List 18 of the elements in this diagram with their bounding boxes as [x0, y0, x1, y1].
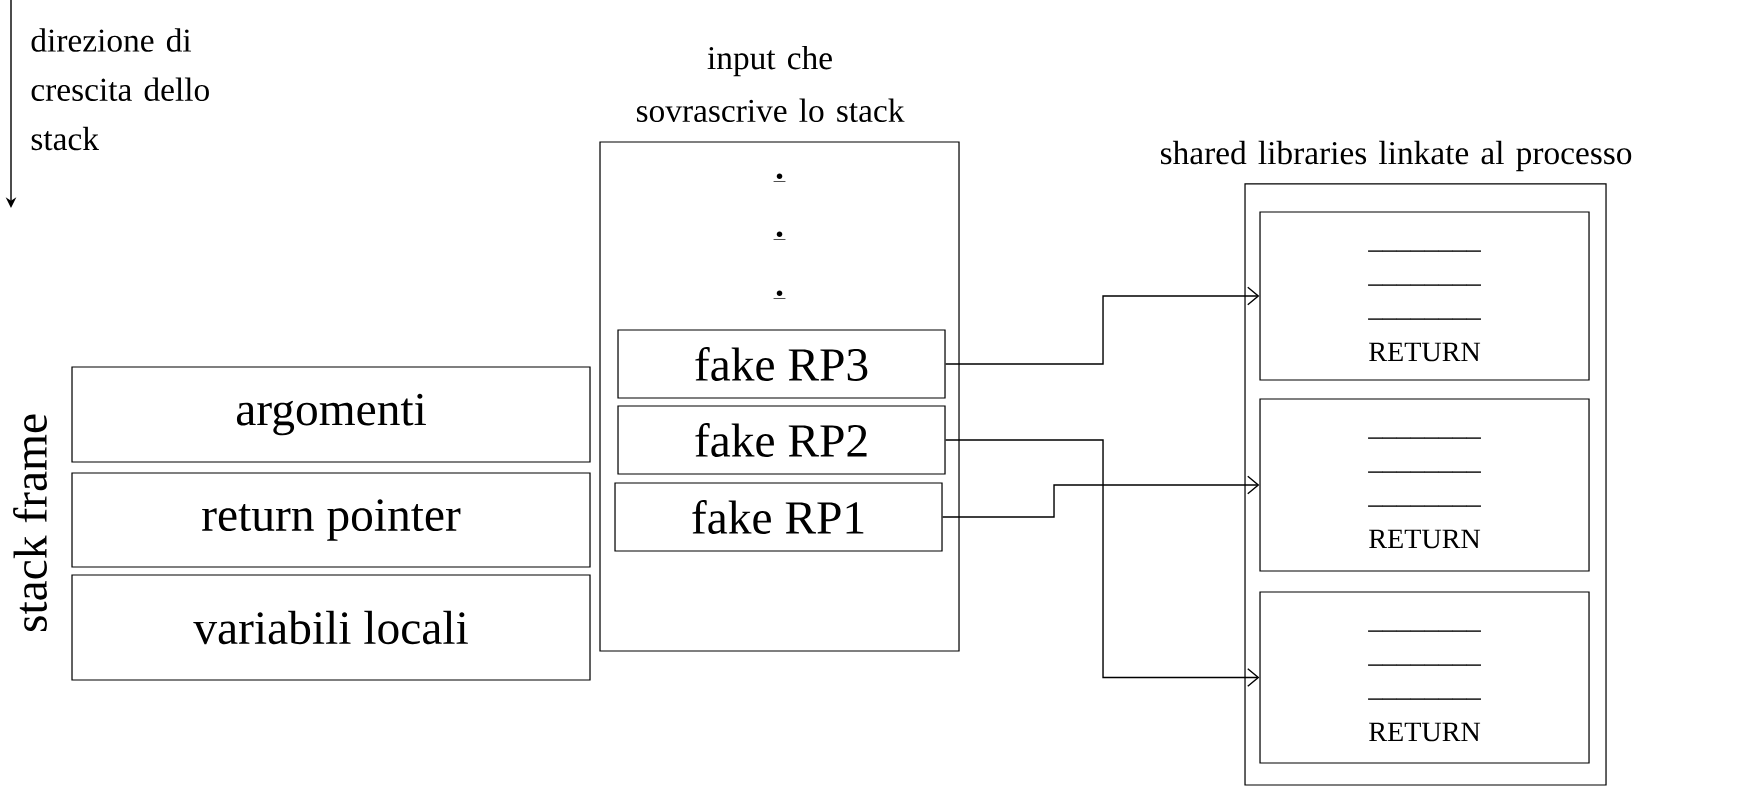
arrow — [944, 439, 1260, 687]
stack-cell: argomenti — [71, 366, 591, 463]
arrow — [944, 286, 1260, 365]
heading: input che sovrascrive lo stack — [636, 45, 905, 123]
note: direzione di crescita dello stack — [31, 28, 209, 151]
pointer-cell: fake RP3 — [617, 329, 946, 399]
pointer-cell: fake RP2 — [617, 405, 946, 475]
stack-box — [599, 45, 960, 652]
function-box: ________ ________ ________ RETURN — [1259, 591, 1590, 764]
pointer-cell: fake RP1 — [614, 482, 943, 552]
stack-cell: return pointer — [71, 472, 591, 568]
arrow — [941, 475, 1260, 518]
function-box: ________ ________ ________ RETURN — [1259, 211, 1590, 381]
stack-cell: variabili locali — [71, 574, 591, 681]
group-label: stack frame — [13, 414, 47, 632]
library-container — [1161, 140, 1632, 786]
heading: shared libraries linkate al processo — [1161, 140, 1632, 172]
function-box: ________ ________ ________ RETURN — [1259, 398, 1590, 572]
